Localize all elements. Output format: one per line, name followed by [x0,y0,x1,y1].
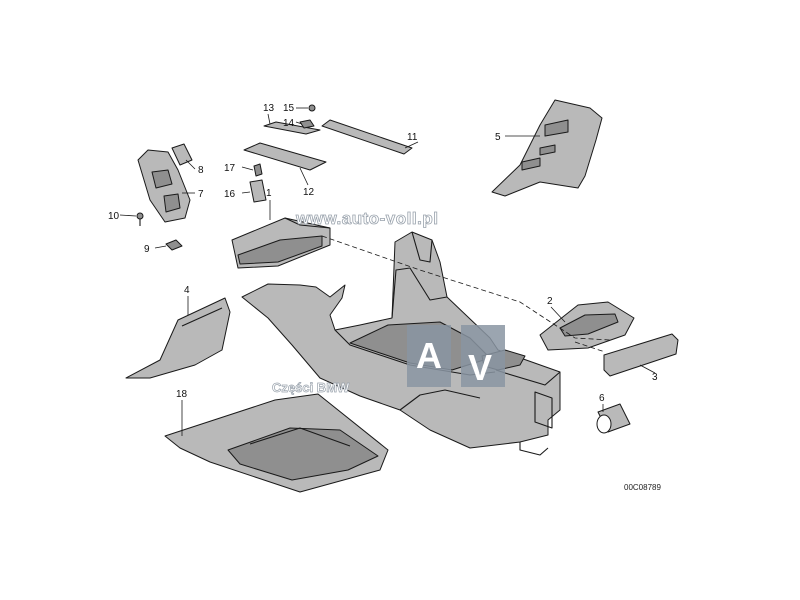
part-3-trim-strip [603,333,679,377]
part-15-screw [308,104,316,112]
part-12-plate [243,142,327,171]
part-16-switch [249,179,267,203]
part-9-clip [165,239,183,251]
watermark-letter-a: A [416,335,442,376]
callout-16: 16 [224,189,236,200]
callout-13: 13 [263,103,275,114]
watermark-letter-v: V [468,347,492,388]
callout-10: 10 [108,211,120,222]
callout-5: 5 [495,132,501,143]
callout-4: 4 [184,285,190,296]
watermark-logo-box-v [461,325,505,387]
callout-1: 1 [266,188,272,199]
part-5-upper-panel [491,99,603,197]
watermark-logo-box-a [407,325,451,387]
part-14-nut [299,119,315,129]
drawing-code: 00C08789 [624,483,661,492]
watermark: www.auto-voll.pl A V Części BMW [272,209,505,395]
part-4-side-panel [125,297,231,379]
dashed-guide-line [321,235,611,341]
dashed-guide-line-2 [574,341,606,353]
callout-15: 15 [283,103,295,114]
part-1-storage-tray [231,217,331,269]
callout-9: 9 [144,244,150,255]
callout-6: 6 [599,393,605,404]
part-6-cylinder [596,403,631,434]
part-17-bulb [253,163,263,177]
part-11-strip [321,119,413,155]
part-13-frame [263,121,321,135]
callout-8: 8 [198,165,204,176]
callout-3: 3 [652,372,658,383]
callout-17: 17 [224,163,236,174]
callout-11: 11 [407,132,418,143]
callout-14: 14 [283,118,295,129]
part-10-screw [136,212,144,226]
callout-12: 12 [303,187,315,198]
watermark-caption: Części BMW [272,380,350,395]
part-8-cap [171,143,193,166]
callout-2: 2 [547,296,553,307]
part-2-compartment [539,301,635,351]
callout-labels: 1 2 3 4 5 6 7 8 9 10 11 12 13 14 15 16 1… [108,103,658,404]
part-18-shifter-trim [164,393,389,493]
leader-lines [119,107,656,436]
watermark-url: www.auto-voll.pl [295,209,438,228]
callout-7: 7 [198,189,204,200]
part-7-bracket [137,149,191,223]
callout-18: 18 [176,389,188,400]
